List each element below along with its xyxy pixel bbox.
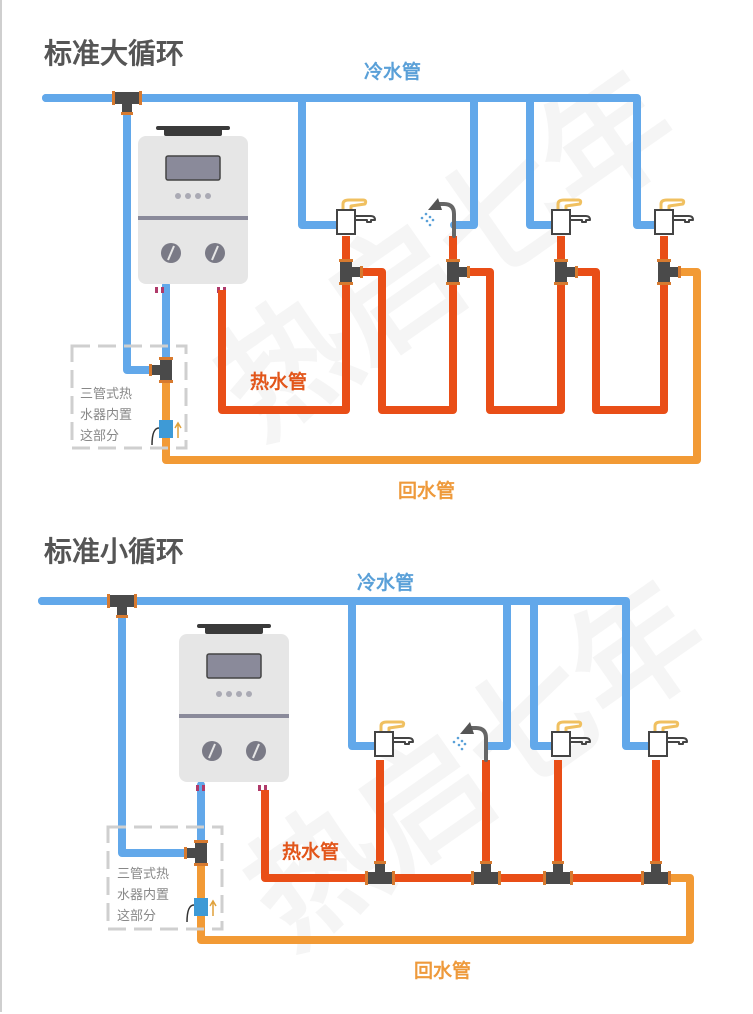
cold-pipe-label: 冷水管 [364,60,421,83]
diagram-title: 标准大循环 [44,37,184,70]
hot-pipe-label: 热水管 [250,370,307,393]
cold-water-pipe [42,94,664,374]
pump-cable [151,427,160,446]
tee-fitting [471,861,501,885]
builtin-note-box [70,344,188,450]
note-line: 这部分 [80,428,119,444]
mixing-tee-fitting [149,357,173,383]
note-line: 三管式热 [117,867,169,882]
note-line: 这部分 [117,908,156,924]
cold-water-pipe [38,597,654,857]
tee-fitting [554,259,578,285]
pump-cable [186,904,195,923]
circulation-pump-icon [159,420,173,438]
watermark: 热启七年 [191,43,704,466]
hot-pipe-label: 热水管 [282,840,339,863]
tee-fitting [543,861,573,885]
tee-fitting [112,91,142,115]
mixing-tee-fitting [184,840,208,866]
note-line: 水器内置 [80,407,132,423]
faucet-icon [653,198,695,236]
note-line: 三管式热 [80,387,132,402]
note-line: 水器内置 [117,887,169,903]
water-heater [137,125,249,294]
circulation-pump-icon [194,898,208,916]
water-heater [178,623,290,792]
builtin-note-box [106,825,224,931]
tee-fitting [657,259,681,285]
svg-text:热启七年: 热启七年 [191,43,704,466]
diagram-small-loop: 标准小循环 冷水管 热水管 回水管 [38,535,694,982]
return-pipe-label: 回水管 [398,479,455,502]
tee-fitting [107,594,137,618]
diagram-title: 标准小循环 [44,535,184,568]
return-pipe-label: 回水管 [414,959,471,982]
tee-fitting [641,861,671,885]
flow-arrow-icon [209,899,217,916]
cold-pipe-label: 冷水管 [357,571,414,594]
hot-water-pipe [261,760,663,882]
flow-arrow-icon [174,421,182,438]
faucet-icon [647,720,689,758]
hot-water-pipe [218,236,668,414]
diagram-large-loop: 标准大循环 冷水管 热水管 回水管 [42,37,701,502]
